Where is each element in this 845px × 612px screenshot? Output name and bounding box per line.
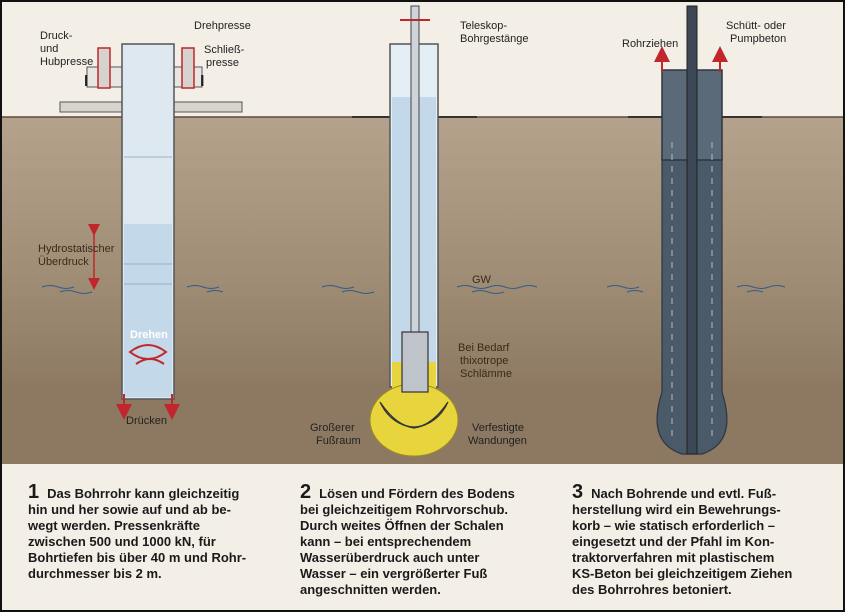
label-druecken: Drücken: [126, 415, 167, 427]
caption2-line6: Wasser – ein vergrößerter Fuß: [300, 566, 488, 581]
caption1-line5: Bohrtiefen bis über 40 m und Rohr-: [28, 550, 247, 565]
label-schlaemme: Schlämme: [460, 368, 512, 380]
caption2-line1: Lösen und Fördern des Bodens: [319, 486, 515, 501]
caption2-line7: angeschnitten werden.: [300, 582, 441, 597]
stage1-drawing: I I: [59, 43, 243, 420]
label-verfestigte: Verfestigte: [472, 422, 524, 434]
grab-body: [401, 331, 429, 393]
label-schuett: Schütt- oder: [726, 20, 786, 32]
stage3-drawing: [628, 5, 762, 455]
label-hydrostatisch: Hydrostatischer: [38, 243, 115, 255]
label-presse: presse: [206, 57, 240, 69]
caption3-line5: traktorverfahren mit plastischem: [572, 550, 775, 565]
label-schliess: Schließ-: [204, 44, 245, 56]
tremie-pipe: [686, 5, 698, 455]
caption2-line2: bei gleichzeitigem Rohrvorschub.: [300, 502, 509, 517]
label-bohrgestaenge: Bohrgestänge: [460, 33, 529, 45]
label-und: und: [40, 43, 59, 55]
caption3-line7: des Bohrrohres betoniert.: [572, 582, 732, 597]
label-gw: GW: [472, 274, 491, 286]
label-teleskop: Teleskop-: [460, 20, 508, 32]
casing-water-1: [124, 224, 172, 397]
caption2-line5: Wasserüberdruck auch unter: [300, 550, 480, 565]
caption3-line2: herstellung wird ein Bewehrungs-: [572, 502, 781, 517]
stage2-drawing: [352, 5, 477, 457]
enlarged-foot: [369, 383, 459, 457]
caption-stage3: 3 Nach Bohrende und evtl. Fuß- herstellun…: [572, 481, 837, 598]
stage2-number: 2: [300, 481, 312, 503]
label-wandungen: Wandungen: [468, 435, 527, 447]
label-druck: Druck-: [40, 30, 73, 42]
i-beam-left: I: [84, 73, 88, 90]
caption1-line3: wegt werden. Pressenkräfte: [28, 518, 200, 533]
caption-stage2: 2 Lösen und Fördern des Bodens bei gleich…: [300, 481, 555, 598]
label-rohrziehen: Rohrziehen: [622, 38, 679, 50]
kelly-bar: [410, 5, 420, 337]
caption3-line6: KS-Beton bei gleichzeitigem Ziehen: [572, 566, 793, 581]
label-thixotrope: thixotrope: [460, 355, 509, 367]
caption-panel: [2, 464, 843, 610]
caption1-line2: hin und her sowie auf und ab be-: [28, 502, 231, 517]
caption1-line1: Das Bohrrohr kann gleichzeitig: [47, 486, 240, 501]
hub-press-left: [97, 47, 111, 89]
label-drehen: Drehen: [130, 329, 168, 341]
caption1-line4: zwischen 500 und 1000 kN, für: [28, 534, 216, 549]
caption3-line3: korb – wie statisch erforderlich –: [572, 518, 776, 533]
label-drehpresse: Drehpresse: [194, 20, 251, 32]
groundwater-level: [41, 285, 786, 294]
caption3-line4: eingesetzt und der Pfahl im Kon-: [572, 534, 775, 549]
i-beam-right: I: [200, 73, 204, 90]
label-hubpresse: Hubpresse: [40, 56, 94, 68]
caption2-line4: kann – bei entsprechendem: [300, 534, 472, 549]
stage1-number: 1: [28, 481, 40, 503]
label-bei-bedarf: Bei Bedarf: [458, 342, 510, 354]
grab-shells: [379, 401, 449, 429]
caption-stage1: 1 Das Bohrrohr kann gleichzeitig hin und …: [28, 481, 278, 582]
rotation-arrow: [128, 344, 168, 365]
caption1-line6: durchmesser bis 2 m.: [28, 566, 162, 581]
label-ueberdruck: Überdruck: [38, 256, 89, 268]
caption3-line1: Nach Bohrende und evtl. Fuß-: [591, 486, 777, 501]
stage3-number: 3: [572, 481, 584, 503]
caption2-line3: Durch weites Öffnen der Schalen: [300, 518, 504, 533]
label-fussraum: Fußraum: [316, 435, 361, 447]
label-pumpbeton: Pumpbeton: [730, 33, 787, 45]
label-grosserer: Großerer: [310, 422, 355, 434]
hub-press-right: [181, 47, 195, 89]
